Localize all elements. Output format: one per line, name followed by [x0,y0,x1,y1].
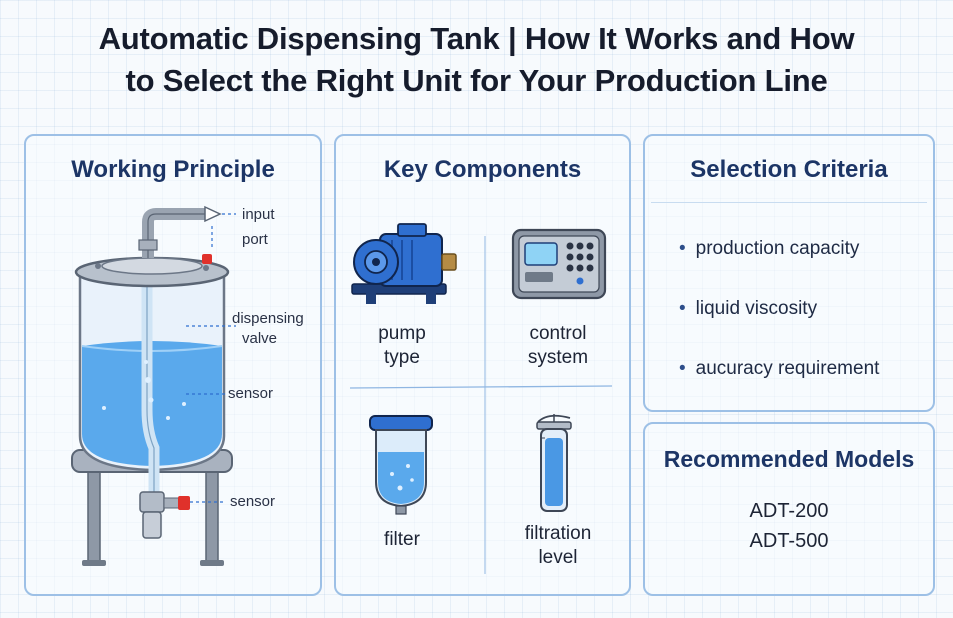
criteria-item: •production capacity [679,238,860,259]
dispensing-valve-label: dispensing valve [232,310,304,347]
key-components-title: Key Components [383,156,582,183]
key-components-panel: Key Components [334,134,631,596]
criteria-item: •aucuracy requirement [679,358,880,379]
recommended-models-panel: Recommended Models ADT-200 ADT-500 [643,422,935,596]
selection-criteria-title: Selection Criteria [690,156,888,183]
page-title-line-1: Automatic Dispensing Tank | How It Works… [98,21,855,56]
input-port-label: input port [242,206,275,248]
model-item: ADT-500 [749,530,829,552]
filtration-level-label: filtration level [524,523,592,568]
working-principle-title: Working Principle [71,156,275,183]
control-system-label: control system [527,323,589,368]
criteria-item: •liquid viscosity [679,298,818,319]
page-title-line-2: to Select the Right Unit for Your Produc… [125,63,828,98]
sensor-bottom-label: sensor [230,493,276,510]
recommended-models-title: Recommended Models [663,446,915,472]
model-item: ADT-200 [749,500,829,522]
bullet-icon: • [679,358,686,379]
filter-label: filter [384,529,420,550]
selection-criteria-panel: Selection Criteria •production capacity … [643,134,935,412]
working-principle-panel: Working Principle [24,134,322,596]
sensor-mid-label: sensor [228,385,274,402]
page-title: Automatic Dispensing Tank | How It Works… [0,18,953,102]
bullet-icon: • [679,238,686,259]
bullet-icon: • [679,298,686,319]
pump-type-label: pump type [378,323,426,368]
